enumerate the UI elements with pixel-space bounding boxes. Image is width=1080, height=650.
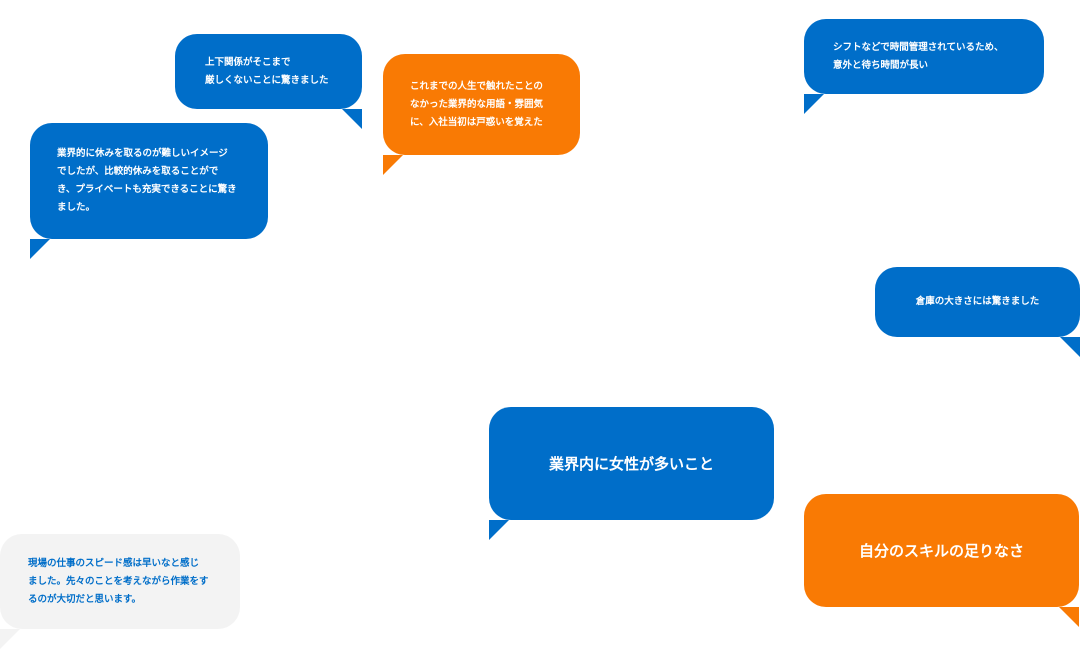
bubble-tail (1059, 607, 1079, 627)
bubble-tail (804, 94, 824, 114)
bubble-tail (383, 155, 403, 175)
bubble-tail (342, 109, 362, 129)
bubble-text: 倉庫の大きさには驚きました (915, 296, 1040, 307)
speech-bubble-terminology: これまでの人生で触れたことの なかった業界的な用語・雰囲気 に、入社当初は戸惑い… (383, 54, 580, 175)
speech-bubble-holidays: 業界的に休みを取るのが難しいイメージ でしたが、比較的休みを取ることがで き、プ… (30, 123, 268, 259)
speech-bubble-warehouse-size: 倉庫の大きさには驚きました (875, 267, 1080, 357)
bubble-text: 現場の仕事のスピード感は早いなと感じ ました。先々のことを考えながら作業をす る… (28, 557, 209, 605)
bubble-text: シフトなどで時間管理されているため、 意外と待ち時間が長い (833, 41, 1004, 71)
bubble-tail (1060, 337, 1080, 357)
speech-bubble-work-speed: 現場の仕事のスピード感は早いなと感じ ました。先々のことを考えながら作業をす る… (0, 534, 240, 649)
bubble-text: 自分のスキルの足りなさ (858, 541, 1024, 560)
bubble-tail (489, 520, 509, 540)
speech-bubble-lack-of-skills: 自分のスキルの足りなさ (804, 494, 1079, 627)
bubble-tail (0, 629, 20, 649)
bubble-text: これまでの人生で触れたことの なかった業界的な用語・雰囲気 に、入社当初は戸惑い… (410, 80, 544, 128)
speech-bubble-women-in-industry: 業界内に女性が多いこと (489, 407, 774, 540)
bubble-tail (30, 239, 50, 259)
bubble-text: 上下関係がそこまで 厳しくないことに驚きました (205, 56, 329, 86)
speech-bubble-hierarchy: 上下関係がそこまで 厳しくないことに驚きました (175, 34, 362, 129)
bubble-text: 業界内に女性が多いこと (548, 454, 714, 473)
speech-bubble-waiting-time: シフトなどで時間管理されているため、 意外と待ち時間が長い (804, 19, 1044, 114)
bubble-text: 業界的に休みを取るのが難しいイメージ でしたが、比較的休みを取ることがで き、プ… (57, 148, 237, 213)
